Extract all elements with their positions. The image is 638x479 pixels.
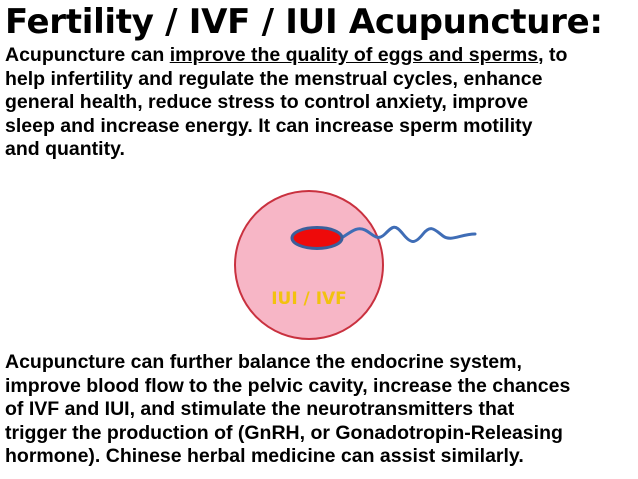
- iui-ivf-label: IUI / IVF: [271, 289, 347, 309]
- sperm-head: [290, 226, 344, 250]
- sperm-tail: [341, 225, 477, 243]
- intro-line-4: sleep and increase energy. It can increa…: [5, 114, 533, 137]
- details-line-1: Acupuncture can further balance the endo…: [5, 351, 522, 373]
- intro-paragraph: Acupuncture can improve the quality of e…: [5, 44, 567, 162]
- details-line-3: of IVF and IUI, and stimulate the neurot…: [5, 398, 515, 420]
- intro-line-5: and quantity.: [5, 138, 125, 160]
- intro-line-3: general health, reduce stress to control…: [5, 91, 529, 113]
- details-line-2: improve blood flow to the pelvic cavity,…: [5, 374, 571, 397]
- egg-cell: [234, 190, 384, 340]
- intro-line-1-prefix: Acupuncture can: [5, 44, 170, 66]
- egg-sperm-illustration: IUI / IVF: [234, 190, 477, 340]
- page-title: Fertility / IVF / IUI Acupuncture:: [5, 2, 603, 42]
- details-line-4: trigger the production of (GnRH, or Gona…: [5, 421, 563, 444]
- egg-sperm-quality-link[interactable]: improve the quality of eggs and sperms: [169, 44, 539, 66]
- details-paragraph: Acupuncture can further balance the endo…: [5, 351, 570, 469]
- intro-line-1: Acupuncture can improve the quality of e…: [5, 44, 567, 68]
- intro-line-2: help infertility and regulate the menstr…: [5, 67, 543, 90]
- details-line-5: hormone). Chinese herbal medicine can as…: [5, 445, 524, 467]
- intro-line-1-suffix: , to: [538, 44, 568, 66]
